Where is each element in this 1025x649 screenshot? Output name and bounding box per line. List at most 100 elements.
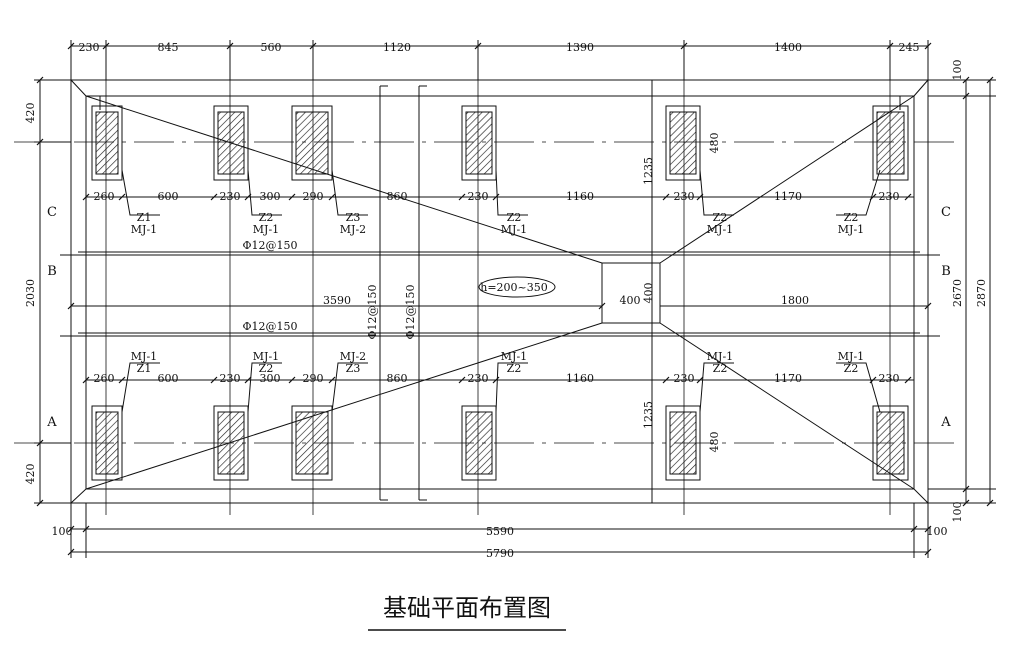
footing-tag: MJ-2 — [340, 223, 366, 236]
top-dim-tick — [67, 42, 75, 50]
drawing-title: 基础平面布置图 — [383, 594, 551, 622]
dimension-tick — [910, 525, 918, 533]
upper-column-labels: Z1 MJ-1 Z2 MJ-1 Z3 MJ-2 Z2 MJ-1 Z2 MJ-1 … — [131, 211, 864, 236]
dimension-tick — [118, 376, 126, 384]
leader-line — [331, 362, 368, 413]
upper-row-dim: 1160 — [566, 190, 594, 203]
upper-row-dim: 600 — [158, 190, 179, 203]
column-tag: Z2 — [713, 211, 728, 224]
footing-pad — [872, 405, 909, 481]
footing-tag: MJ-1 — [131, 223, 157, 236]
dimension-tick — [458, 193, 466, 201]
diagonal-line — [85, 95, 603, 264]
dimension-tick — [458, 376, 466, 384]
dimension-tick — [36, 76, 44, 84]
footing-tag: MJ-1 — [501, 223, 527, 236]
dim-1235-lower: 1235 — [642, 401, 655, 429]
dim-1235-upper: 1235 — [642, 157, 655, 185]
bottom-dimensions: 100 5590 100 5790 — [52, 525, 948, 560]
rebar-note-vertical-2: Φ12@150 — [404, 284, 417, 339]
footing-pad — [91, 405, 123, 481]
lower-row-dim: 1160 — [566, 372, 594, 385]
right-dimensions: 100 100 2670 2870 — [951, 60, 988, 523]
diagonal-line — [659, 95, 915, 264]
rebar-note-upper: Φ12@150 — [242, 239, 297, 252]
leader-line — [331, 169, 368, 216]
right-dim-inner: 2670 — [951, 279, 964, 307]
leader-line — [699, 169, 734, 216]
column-tag: Z2 — [713, 362, 728, 375]
dimension-tick — [986, 499, 994, 507]
dimension-tick — [986, 76, 994, 84]
column-section — [95, 411, 119, 475]
lower-row-dim: 230 — [468, 372, 489, 385]
leader-line — [121, 169, 160, 216]
dimension-tick — [924, 302, 932, 310]
right-dim-top: 100 — [951, 60, 964, 81]
dimension-tick — [904, 193, 912, 201]
column-section — [876, 411, 905, 475]
dimension-tick — [210, 376, 218, 384]
dimension-tick — [82, 376, 90, 384]
dimension-tick — [962, 485, 970, 493]
axis-a-right: A — [940, 415, 951, 430]
top-dim-4: 1120 — [383, 41, 411, 54]
dimension-tick — [328, 193, 336, 201]
footing-pad — [291, 105, 333, 181]
column-tag: Z2 — [259, 362, 274, 375]
dimension-tick — [82, 193, 90, 201]
column-tag: Z1 — [137, 211, 152, 224]
leader-line — [247, 169, 282, 216]
left-dim-mid: 2030 — [24, 279, 37, 307]
column-section — [295, 411, 329, 475]
thickness-ellipse — [478, 276, 556, 298]
dimension-tick — [924, 548, 932, 556]
bottom-dim-mid: 5590 — [486, 525, 514, 538]
column-section — [465, 111, 493, 175]
footing-tag: MJ-1 — [838, 223, 864, 236]
dimension-tick — [962, 76, 970, 84]
footing-tag: MJ-2 — [340, 350, 366, 363]
axis-c-right: C — [941, 205, 951, 220]
upper-row-dim: 1170 — [774, 190, 802, 203]
column-tag: Z2 — [259, 211, 274, 224]
column-section — [465, 411, 493, 475]
lower-row-dim: 230 — [220, 372, 241, 385]
top-dim-7: 245 — [899, 41, 920, 54]
dimension-tick — [288, 193, 296, 201]
thickness-note: h=200~350 — [480, 281, 548, 294]
footing-tag: MJ-1 — [253, 350, 279, 363]
corner-line — [913, 488, 929, 504]
footing-pad — [91, 105, 123, 181]
leader-line — [836, 362, 881, 413]
dimension-tick — [328, 376, 336, 384]
top-dim-3: 560 — [261, 41, 282, 54]
upper-row-dimensions: 260 600 230 300 290 860 230 1160 230 117… — [94, 190, 900, 203]
footing-tag: MJ-1 — [501, 350, 527, 363]
leader-line — [121, 362, 160, 413]
dimension-tick — [962, 92, 970, 100]
column-tag: Z3 — [346, 211, 361, 224]
dimension-tick — [210, 193, 218, 201]
bottom-dim-right: 100 — [927, 525, 948, 538]
dimension-tick — [118, 193, 126, 201]
dimension-tick — [662, 376, 670, 384]
top-dimensions: 230 845 560 1120 1390 1400 245 — [79, 41, 920, 54]
column-tag: Z1 — [137, 362, 152, 375]
leader-line — [495, 169, 528, 216]
lower-row-dim: 860 — [387, 372, 408, 385]
leader-line — [699, 362, 734, 413]
leader-line — [495, 362, 528, 413]
column-section — [876, 111, 905, 175]
left-dim-bottom: 420 — [24, 464, 37, 485]
lower-column-labels: MJ-1 Z1 MJ-1 Z2 MJ-2 Z3 MJ-1 Z2 MJ-1 Z2 … — [131, 350, 864, 375]
upper-row-dim: 230 — [220, 190, 241, 203]
footing-pad — [461, 105, 497, 181]
axis-b-left: B — [47, 264, 57, 279]
top-dim-6: 1400 — [774, 41, 802, 54]
column-section — [217, 111, 245, 175]
column-section — [217, 411, 245, 475]
dimension-tick — [598, 302, 606, 310]
